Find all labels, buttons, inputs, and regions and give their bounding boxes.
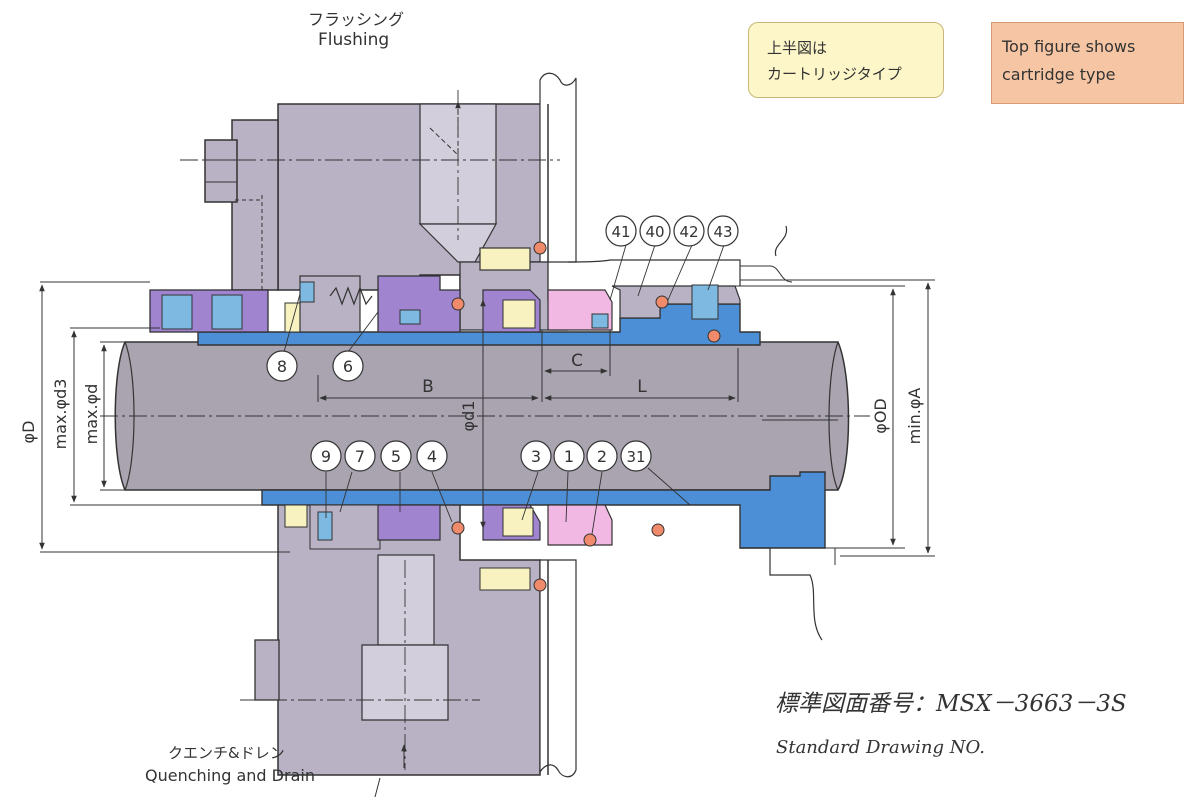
dim-label-B: B — [422, 377, 434, 397]
lower-seal-parts — [261, 471, 836, 641]
part-bubble: 40 — [639, 215, 671, 247]
note-en-line2: cartridge type — [1002, 65, 1116, 84]
leader-lines — [283, 244, 725, 535]
quench-label-en: Quenching and Drain — [145, 766, 315, 785]
note-jp-line1: 上半図は — [767, 39, 828, 57]
cartridge-note-en: Top figure shows cartridge type — [991, 22, 1184, 104]
dim-label-L: L — [637, 377, 647, 397]
lower-gland-housing — [254, 499, 577, 778]
part-bubble: 1 — [553, 440, 585, 472]
dim-label-d3: max.φd3 — [51, 379, 70, 450]
dimension-lines — [39, 279, 935, 557]
dim-label-OD: φOD — [871, 398, 890, 433]
part-number: 31 — [626, 448, 645, 466]
part-number: 43 — [713, 223, 732, 241]
part-number: 6 — [343, 357, 353, 376]
part-number: 4 — [427, 447, 437, 466]
part-number: 8 — [277, 357, 287, 376]
part-bubble: 42 — [673, 215, 705, 247]
part-number: 41 — [611, 223, 630, 241]
part-bubble: 41 — [605, 215, 637, 247]
part-bubble: 8 — [266, 350, 298, 382]
part-number: 5 — [391, 447, 401, 466]
note-en-line1: Top figure shows — [1002, 37, 1136, 56]
part-bubble: 31 — [620, 440, 652, 472]
part-bubble: 2 — [586, 440, 618, 472]
part-number: 3 — [531, 447, 541, 466]
drawing-number: 標準図面番号：MSX－3663－3S — [775, 691, 1127, 717]
part-bubble: 43 — [707, 215, 739, 247]
part-bubble: 3 — [520, 440, 552, 472]
drawing-number-caption: Standard Drawing NO. — [776, 737, 985, 758]
part-bubble: 5 — [380, 440, 412, 472]
part-number: 40 — [645, 223, 664, 241]
quench-label-jp: クエンチ&ドレン — [168, 744, 285, 762]
dim-label-d1: φd1 — [459, 401, 478, 432]
part-number: 2 — [597, 447, 607, 466]
part-bubble: 7 — [344, 440, 376, 472]
flow-arrows — [374, 101, 461, 797]
flushing-label-en: Flushing — [318, 30, 390, 50]
part-bubble: 6 — [332, 350, 364, 382]
part-bubble: 9 — [310, 440, 342, 472]
part-bubble: 4 — [416, 440, 448, 472]
dim-label-A: min.φA — [905, 388, 924, 445]
part-number: 42 — [679, 223, 698, 241]
dim-label-C: C — [571, 351, 583, 371]
upper-seal-parts — [149, 225, 793, 346]
part-number: 9 — [321, 447, 331, 466]
part-number: 7 — [355, 447, 365, 466]
flushing-label-jp: フラッシング — [308, 10, 405, 29]
dim-label-d: max.φd — [82, 384, 101, 445]
dim-label-D: φD — [19, 421, 38, 444]
cartridge-note-jp: 上半図は カートリッジタイプ — [748, 22, 944, 98]
note-jp-line2: カートリッジタイプ — [767, 65, 902, 83]
part-number: 1 — [564, 447, 574, 466]
